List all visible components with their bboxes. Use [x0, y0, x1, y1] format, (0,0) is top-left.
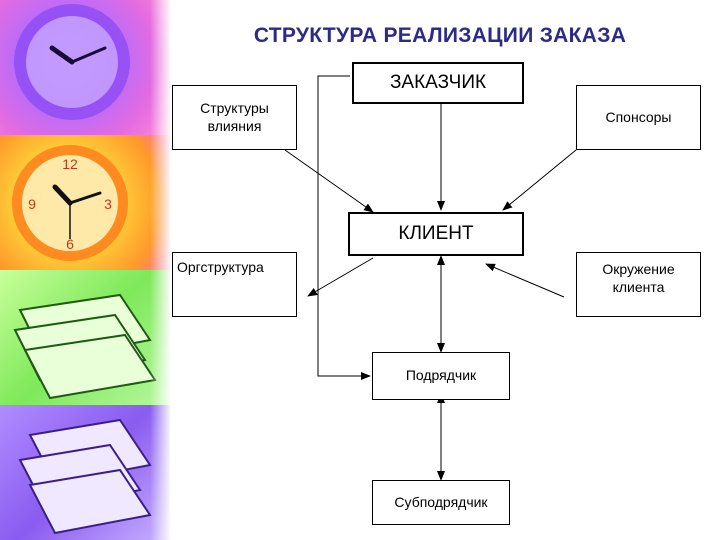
diagram-title: СТРУКТУРА РЕАЛИЗАЦИИ ЗАКАЗА: [253, 24, 627, 47]
arrow-struktury-to-klient: [284, 149, 374, 213]
svg-text:6: 6: [66, 236, 74, 252]
decorative-sidebar: 12 3 6 9: [0, 0, 170, 540]
node-struktury-vliyaniya: Структуры влияния: [172, 85, 297, 150]
arrow-okruzhenie-to-klient: [485, 263, 565, 298]
node-okruzhenie-klienta-label: Окружение клиента: [602, 261, 675, 295]
svg-text:3: 3: [104, 196, 112, 212]
node-subpodryadchik: Субподрядчик: [372, 480, 510, 525]
svg-text:9: 9: [28, 196, 36, 212]
papers-image: [0, 270, 170, 405]
svg-text:12: 12: [62, 156, 78, 172]
node-klient: КЛИЕНТ: [348, 212, 524, 256]
node-podryadchik: Подрядчик: [372, 352, 510, 400]
sidebar-fade: [150, 0, 170, 540]
node-sponsory-label: Спонсоры: [605, 108, 672, 125]
arrow-zakazchik-to-podryadchik: [317, 75, 371, 380]
papers-image: [0, 405, 170, 540]
node-orgstruktura: Оргструктура: [172, 252, 297, 317]
clock-image: [0, 0, 170, 135]
arrow-sponsory-to-klient: [502, 149, 577, 211]
node-subpodryadchik-label: Субподрядчик: [394, 493, 488, 510]
node-zakazchik-label: ЗАКАЗЧИК: [389, 72, 487, 94]
node-orgstruktura-label: Оргструктура: [177, 259, 264, 275]
node-klient-label: КЛИЕНТ: [398, 223, 474, 245]
clock-image: 12 3 6 9: [0, 135, 170, 270]
node-zakazchik: ЗАКАЗЧИК: [352, 62, 524, 104]
arrow-klient-to-orgstruktura: [307, 257, 374, 297]
node-sponsory: Спонсоры: [576, 85, 701, 150]
node-struktury-vliyaniya-label: Структуры влияния: [200, 100, 269, 134]
node-podryadchik-label: Подрядчик: [405, 367, 477, 384]
node-okruzhenie-klienta: Окружение клиента: [576, 252, 701, 317]
